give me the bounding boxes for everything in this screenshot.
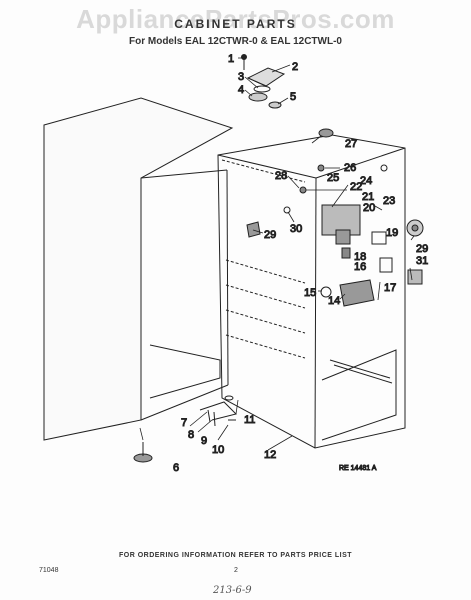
callout-10: 10 <box>212 444 224 456</box>
handwritten-note: 213-6-9 <box>213 585 252 596</box>
callout-6: 6 <box>173 462 179 474</box>
cabinet-door <box>43 97 234 441</box>
callout-11: 11 <box>244 414 255 426</box>
leader-lines <box>139 57 415 451</box>
callout-29-right: 29 <box>416 243 428 255</box>
diagram-title: CABINET PARTS <box>174 17 297 31</box>
callout-16: 16 <box>354 261 366 273</box>
callout-7: 7 <box>181 417 187 429</box>
ordering-note: FOR ORDERING INFORMATION REFER TO PARTS … <box>118 552 353 559</box>
callout-29-left: 29 <box>264 229 276 241</box>
callout-19: 19 <box>386 227 398 239</box>
callout-25: 25 <box>327 172 339 184</box>
callout-1: 1 <box>228 53 234 65</box>
callout-31: 31 <box>416 255 428 267</box>
callout-21: 21 <box>362 191 374 203</box>
watermark-text: AppliancePartsPros.com <box>76 4 395 34</box>
callout-14: 14 <box>328 295 340 307</box>
callout-9: 9 <box>201 435 207 447</box>
callout-30: 30 <box>290 223 302 235</box>
callout-26: 26 <box>344 162 356 174</box>
model-numbers: For Models EAL 12CTWR-0 & EAL 12CTWL-0 <box>129 36 342 47</box>
page-number: 2 <box>234 567 238 574</box>
callout-20: 20 <box>363 202 375 214</box>
callout-24: 24 <box>360 175 372 187</box>
callout-5: 5 <box>290 91 296 103</box>
callout-3: 3 <box>238 71 244 83</box>
callout-12: 12 <box>264 449 276 461</box>
bottom-hinge-assembly <box>133 395 237 463</box>
top-hinge-assembly <box>241 54 286 109</box>
callout-2: 2 <box>292 61 298 73</box>
callout-8: 8 <box>188 429 194 441</box>
drawing-reference: RE 14481 A <box>339 465 377 472</box>
callout-15: 15 <box>304 287 316 299</box>
callout-23: 23 <box>383 195 395 207</box>
callout-28: 28 <box>275 170 287 182</box>
callout-27: 27 <box>345 138 357 150</box>
document-code: 71048 <box>39 567 59 574</box>
callout-22: 22 <box>350 181 362 193</box>
callout-4: 4 <box>238 84 244 96</box>
callout-18: 18 <box>354 251 366 263</box>
callout-17: 17 <box>384 282 396 294</box>
control-components <box>246 128 424 307</box>
